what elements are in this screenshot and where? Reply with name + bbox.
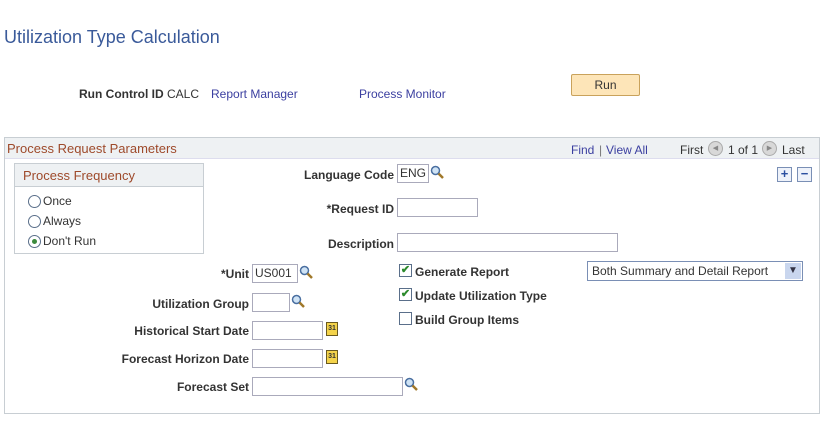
historical-start-date-input[interactable] [252,321,323,340]
build-group-items-label: Build Group Items [415,313,520,327]
separator: | [599,143,603,157]
calendar-icon[interactable]: 31 [326,350,338,364]
previous-icon[interactable]: ◀ [708,141,723,156]
report-manager-link[interactable]: Report Manager [211,87,298,101]
panel-header: Process Request Parameters Find | View A… [5,138,819,159]
next-icon[interactable]: ▶ [762,141,777,156]
language-code-input[interactable]: ENG [397,164,429,183]
run-control-value: CALC [167,87,200,101]
update-utilization-type-label: Update Utilization Type [415,289,547,303]
find-link[interactable]: Find [571,143,595,157]
description-input[interactable] [397,233,618,252]
language-code-label: Language Code [303,168,394,182]
radio-always-label: Always [43,214,82,228]
request-id-label: *Request ID [326,202,394,216]
utilization-group-label: Utilization Group [152,297,249,311]
forecast-set-input[interactable] [252,377,403,396]
panel-title: Process Request Parameters [7,141,177,156]
delete-row-button[interactable]: − [797,167,812,182]
run-button[interactable]: Run [571,74,640,96]
forecast-horizon-date-input[interactable] [252,349,323,368]
magnifier-icon[interactable] [430,165,444,179]
unit-input[interactable]: US001 [252,264,298,283]
frequency-title: Process Frequency [23,168,135,183]
request-id-input[interactable] [397,198,478,217]
process-request-panel: Process Request Parameters Find | View A… [4,137,820,414]
report-type-value: Both Summary and Detail Report [592,264,769,278]
row-count: 1 of 1 [728,143,759,157]
calendar-icon[interactable]: 31 [326,322,338,336]
radio-dont-run-label: Don't Run [43,234,96,248]
process-frequency-box: Process Frequency Once Always Don't Run [14,163,204,254]
add-row-button[interactable]: + [777,167,792,182]
radio-once[interactable] [28,195,41,208]
radio-once-label: Once [43,194,72,208]
generate-report-checkbox[interactable]: ✔ [399,264,412,277]
historical-start-date-label: Historical Start Date [134,324,249,338]
description-label: Description [327,237,394,251]
first-label: First [680,143,704,157]
radio-dont-run[interactable] [28,235,41,248]
unit-label: *Unit [221,267,249,281]
forecast-horizon-date-label: Forecast Horizon Date [121,352,249,366]
frequency-header: Process Frequency [15,164,203,187]
generate-report-label: Generate Report [415,265,510,279]
magnifier-icon[interactable] [299,265,313,279]
report-type-select[interactable]: Both Summary and Detail Report ▼ [587,261,803,281]
forecast-set-label: Forecast Set [176,380,249,394]
page-title: Utilization Type Calculation [4,27,220,47]
utilization-group-input[interactable] [252,293,290,312]
view-all-link[interactable]: View All [606,143,648,157]
build-group-items-checkbox[interactable] [399,312,412,325]
update-utilization-type-checkbox[interactable]: ✔ [399,288,412,301]
run-control-label: Run Control ID [79,87,164,101]
process-monitor-link[interactable]: Process Monitor [359,87,446,101]
magnifier-icon[interactable] [291,294,305,308]
radio-always[interactable] [28,215,41,228]
last-label: Last [782,143,805,157]
magnifier-icon[interactable] [404,377,418,391]
chevron-down-icon[interactable]: ▼ [785,263,801,279]
